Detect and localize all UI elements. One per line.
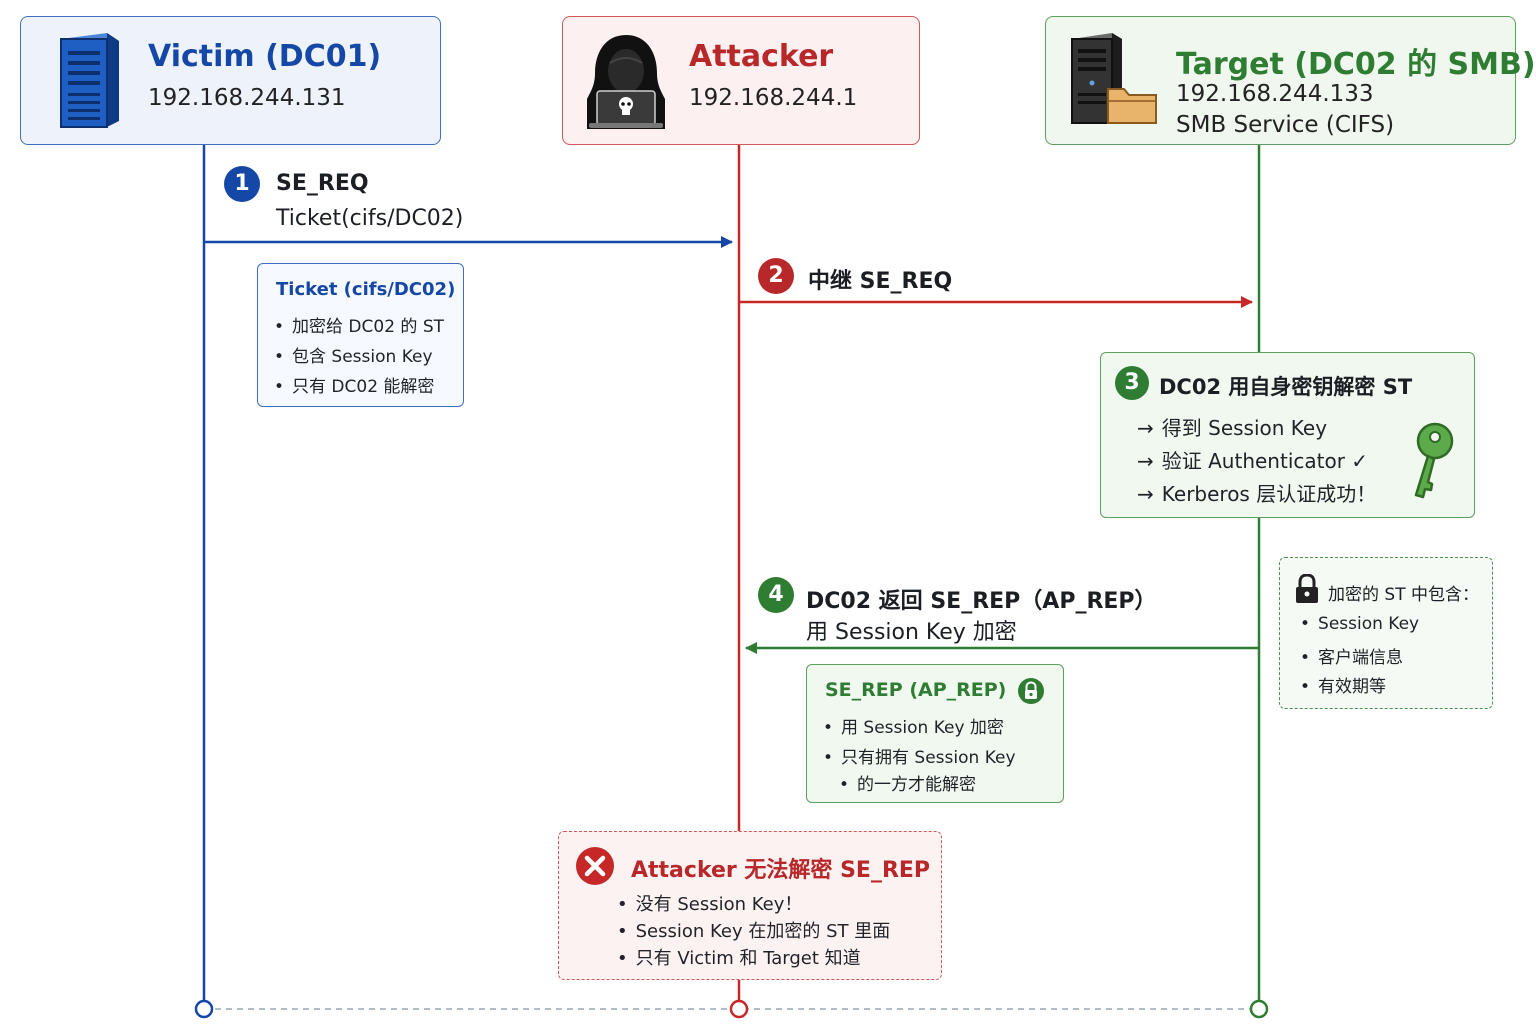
x-circle-icon [576,847,614,885]
se-rep-note-item-cont: 的一方才能解密 [839,770,976,795]
ticket-note-item: 只有 DC02 能解密 [274,372,434,397]
step-3-item: Kerberos 层认证成功！ [1137,478,1376,507]
step-3-card: 3 DC02 用自身密钥解密 ST 得到 Session Key 验证 Auth… [1100,352,1475,518]
ticket-note-title: Ticket (cifs/DC02) [276,279,456,300]
target-box: Target (DC02 的 SMB) 192.168.244.133 SMB … [1045,16,1536,145]
attacker-fail-title: Attacker 无法解密 SE_REP [631,858,931,883]
step-1-badge: 1 [224,166,260,202]
target-service: SMB Service (CIFS) [1176,112,1395,138]
step-2-title: 中继 SE_REQ [808,269,953,294]
attacker-name: Attacker [689,39,834,74]
attacker-fail-item: 只有 Victim 和 Target 知道 [617,944,861,970]
server-folder-icon [1071,33,1157,124]
attacker-fail-note: Attacker 无法解密 SE_REP 没有 Session Key！ Ses… [558,831,942,980]
lock-icon [1018,678,1044,704]
step-3-title: DC02 用自身密钥解密 ST [1159,375,1413,399]
target-ip: 192.168.244.133 [1176,81,1374,107]
target-end-circle [1249,999,1269,1019]
server-icon [60,33,119,128]
attacker-ip: 192.168.244.1 [689,85,858,111]
st-contents-title: 加密的 ST 中包含： [1328,585,1479,605]
victim-name: Victim (DC01) [148,39,382,74]
step-1-title: SE_REQ [276,171,369,196]
victim-ip: 192.168.244.131 [148,85,346,111]
st-contents-note: 加密的 ST 中包含： Session Key 客户端信息 有效期等 [1279,557,1493,709]
st-contents-item: 有效期等 [1300,672,1386,697]
step-3-item: 验证 Authenticator ✓ [1137,445,1368,474]
step-2-badge: 2 [758,258,794,294]
victim-box: Victim (DC01) 192.168.244.131 [20,16,441,145]
key-icon [1414,422,1454,499]
ticket-note-item: 加密给 DC02 的 ST [274,312,444,337]
step-4-sub: 用 Session Key 加密 [806,620,1017,645]
attacker-fail-item: 没有 Session Key！ [617,890,803,916]
step-4-title: DC02 返回 SE_REP（AP_REP） [806,589,1157,614]
step-1-sub: Ticket(cifs/DC02) [276,206,464,231]
se-rep-note-item: 只有拥有 Session Key [823,743,1016,768]
attacker-box: Attacker 192.168.244.1 [562,16,920,145]
hooded-hacker-icon [587,35,665,129]
victim-end-circle [194,999,214,1019]
ticket-note-card: Ticket (cifs/DC02) 加密给 DC02 的 ST 包含 Sess… [257,263,464,407]
se-rep-note-item: 用 Session Key 加密 [823,713,1004,738]
se-rep-note-card: SE_REP (AP_REP) 用 Session Key 加密 只有拥有 Se… [806,664,1064,803]
attacker-end-circle [729,999,749,1019]
step-3-badge: 3 [1115,366,1149,400]
st-contents-item: 客户端信息 [1300,643,1403,668]
step-3-item: 得到 Session Key [1137,412,1327,441]
padlock-icon [1296,574,1318,603]
st-contents-item: Session Key [1300,614,1419,634]
attacker-fail-item: Session Key 在加密的 ST 里面 [617,917,891,943]
ticket-note-item: 包含 Session Key [274,342,433,367]
se-rep-note-title: SE_REP (AP_REP) [825,679,1007,701]
step-4-badge: 4 [758,577,794,613]
target-name: Target (DC02 的 SMB) [1176,47,1536,82]
